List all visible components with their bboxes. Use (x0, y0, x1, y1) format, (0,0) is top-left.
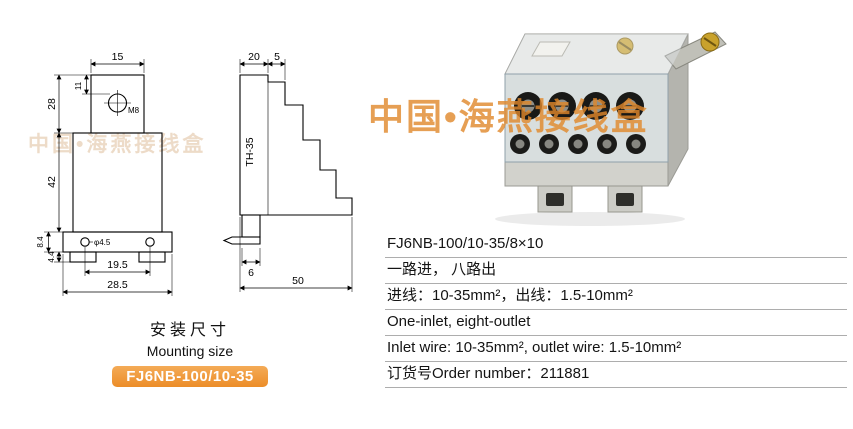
mounting-feet (537, 185, 643, 213)
front-left-foot (69, 251, 97, 263)
dim-side-clip-width: 6 (248, 267, 254, 279)
front-right-foot (138, 251, 166, 263)
rail-type-label: TH-35 (244, 137, 256, 166)
side-view: TH-35 20 5 6 50 (222, 51, 353, 292)
spec-model: FJ6NB-100/10-35/8×10 (385, 232, 847, 258)
dim-front-body-height: 42 (46, 176, 58, 188)
outlet-terminals (510, 134, 646, 154)
model-badge: FJ6NB-100/10-35 (112, 366, 268, 387)
spec-wire-en: Inlet wire: 10-35mm², outlet wire: 1.5-1… (385, 336, 847, 362)
dim-front-flange-height: 8.4 (36, 236, 45, 248)
mounting-hole-left (80, 237, 90, 247)
m8-label: M8 (128, 106, 140, 115)
drawing-caption: 安装尺寸 Mounting size FJ6NB-100/10-35 (92, 316, 288, 387)
dim-front-upper-height: 28 (46, 98, 58, 110)
metal-bracket (664, 31, 727, 70)
product-photo (495, 31, 727, 226)
dim-front-offset: 11 (74, 81, 83, 90)
din-rail-clip (222, 236, 261, 245)
dim-front-top-width: 15 (112, 51, 124, 63)
hole-diameter-label: φ4.5 (94, 238, 111, 247)
caption-english: Mounting size (146, 343, 234, 359)
spec-desc-en: One-inlet, eight-outlet (385, 310, 847, 336)
front-flange-outline (62, 231, 173, 253)
caption-chinese: 安装尺寸 (149, 322, 230, 339)
photo-shadow (495, 212, 685, 226)
dim-front-base-width: 28.5 (107, 279, 128, 291)
front-view: M8 φ4.5 15 11 28 42 (36, 51, 173, 296)
spec-wire-cn: 进线：10-35mm²，出线：1.5-10mm² (385, 284, 847, 310)
inlet-terminals (514, 92, 644, 120)
spec-desc-cn: 一路进， 八路出 (385, 258, 847, 284)
front-body-outline (72, 132, 163, 233)
brass-screw (616, 37, 634, 55)
mounting-drawing: M8 φ4.5 15 11 28 42 (36, 51, 353, 296)
side-profile-outline (239, 74, 353, 216)
dim-side-top-width: 20 (248, 51, 260, 63)
dim-side-base-width: 50 (292, 275, 304, 287)
dim-front-foot-height: 4.4 (47, 251, 56, 263)
cover-label (531, 41, 571, 57)
mounting-hole-right (145, 237, 155, 247)
dim-front-hole-span: 19.5 (107, 259, 128, 271)
spec-table: FJ6NB-100/10-35/8×10 一路进， 八路出 进线：10-35mm… (385, 232, 847, 388)
dim-side-tab-width: 5 (274, 51, 280, 63)
spec-order-number: 订货号Order number：211881 (385, 362, 847, 388)
side-foot (241, 214, 261, 238)
